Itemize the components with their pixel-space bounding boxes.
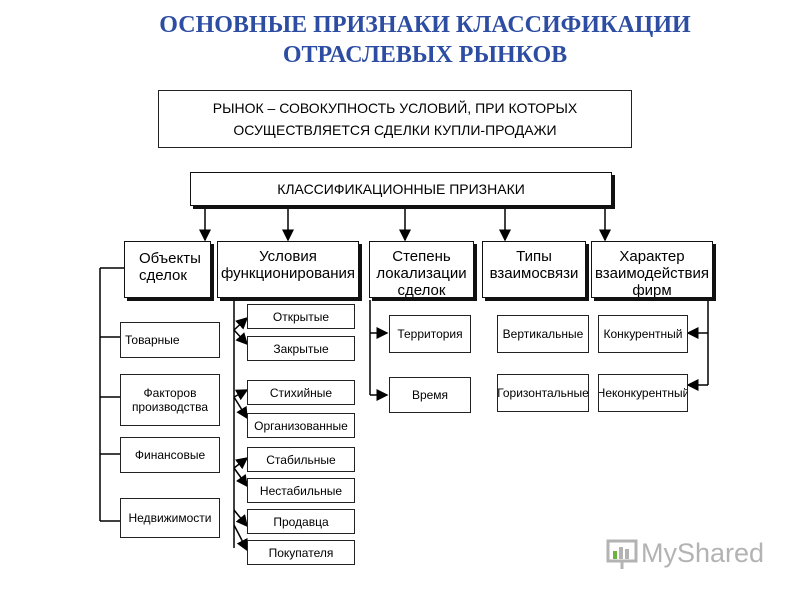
market-definition-box: РЫНОК – СОВОКУПНОСТЬ УСЛОВИЙ, ПРИ КОТОРЫ…: [158, 90, 632, 148]
conditions-item-label: Открытые: [272, 309, 330, 324]
conditions-item-label: Покупателя: [268, 545, 334, 560]
objects-item-label: Недвижимости: [128, 511, 212, 525]
conditions-item: Стихийные: [247, 380, 355, 405]
category-links-label: Типы взаимосвязи: [489, 248, 579, 282]
category-objects-label: Объекты сделок: [139, 250, 201, 284]
category-localization: Степень локализации сделок: [369, 241, 474, 298]
localization-item-label: Территория: [397, 327, 463, 341]
interaction-item: Конкурентный: [598, 315, 688, 353]
objects-item: Факторов производства: [120, 374, 220, 426]
conditions-item-label: Продавца: [273, 514, 329, 529]
category-links: Типы взаимосвязи: [482, 241, 586, 298]
presentation-icon: [606, 539, 638, 569]
objects-item-label: Факторов производства: [131, 386, 209, 414]
definition-line-2: ОСУЩЕСТВЛЯЕТСЯ СДЕЛКИ КУПЛИ-ПРОДАЖИ: [233, 122, 557, 138]
conditions-item: Организованные: [247, 413, 355, 438]
conditions-item: Закрытые: [247, 336, 355, 361]
objects-item: Недвижимости: [120, 498, 220, 538]
links-item-label: Горизонтальные: [497, 386, 589, 400]
objects-item-label: Товарные: [125, 333, 180, 347]
links-item-label: Вертикальные: [502, 327, 584, 341]
root-label: КЛАССИФИКАЦИОННЫЕ ПРИЗНАКИ: [277, 181, 525, 197]
objects-item-label: Финансовые: [134, 448, 206, 462]
links-item: Вертикальные: [497, 315, 589, 353]
category-objects: Объекты сделок: [124, 241, 211, 298]
localization-item-label: Время: [411, 388, 449, 402]
title-line-1: ОСНОВНЫЕ ПРИЗНАКИ КЛАССИФИКАЦИИ: [159, 12, 691, 38]
category-localization-label: Степень локализации сделок: [376, 248, 467, 298]
conditions-item-label: Стабильные: [266, 452, 336, 467]
watermark-text: MyShared: [641, 537, 765, 568]
definition-line-1: РЫНОК – СОВОКУПНОСТЬ УСЛОВИЙ, ПРИ КОТОРЫ…: [212, 100, 578, 116]
conditions-item-label: Закрытые: [273, 341, 329, 356]
slide-title: ОСНОВНЫЕ ПРИЗНАКИ КЛАССИФИКАЦИИ ОТРАСЛЕВ…: [0, 10, 800, 70]
category-interaction-label: Характер взаимодействия фирм: [594, 248, 710, 298]
conditions-item-label: Организованные: [254, 418, 348, 433]
category-interaction: Характер взаимодействия фирм: [591, 241, 713, 298]
interaction-item-label: Неконкурентный: [598, 386, 688, 400]
objects-item: Финансовые: [120, 437, 220, 473]
conditions-item: Стабильные: [247, 447, 355, 472]
classification-root-box: КЛАССИФИКАЦИОННЫЕ ПРИЗНАКИ: [190, 172, 612, 206]
title-line-2: ОТРАСЛЕВЫХ РЫНКОВ: [282, 42, 568, 68]
watermark-logo: MyShared: [605, 533, 770, 573]
conditions-item-label: Нестабильные: [259, 483, 343, 498]
category-conditions: Условия функционирования: [217, 241, 359, 298]
conditions-item-label: Стихийные: [269, 385, 333, 400]
conditions-item: Нестабильные: [247, 478, 355, 503]
links-item: Горизонтальные: [497, 374, 589, 412]
conditions-item: Открытые: [247, 304, 355, 329]
conditions-item: Продавца: [247, 509, 355, 534]
interaction-item: Неконкурентный: [598, 374, 688, 412]
localization-item: Территория: [389, 315, 471, 353]
category-conditions-label: Условия функционирования: [220, 248, 356, 282]
interaction-item-label: Конкурентный: [603, 327, 683, 341]
localization-item: Время: [389, 377, 471, 413]
conditions-item: Покупателя: [247, 540, 355, 565]
objects-item: Товарные: [120, 322, 220, 358]
